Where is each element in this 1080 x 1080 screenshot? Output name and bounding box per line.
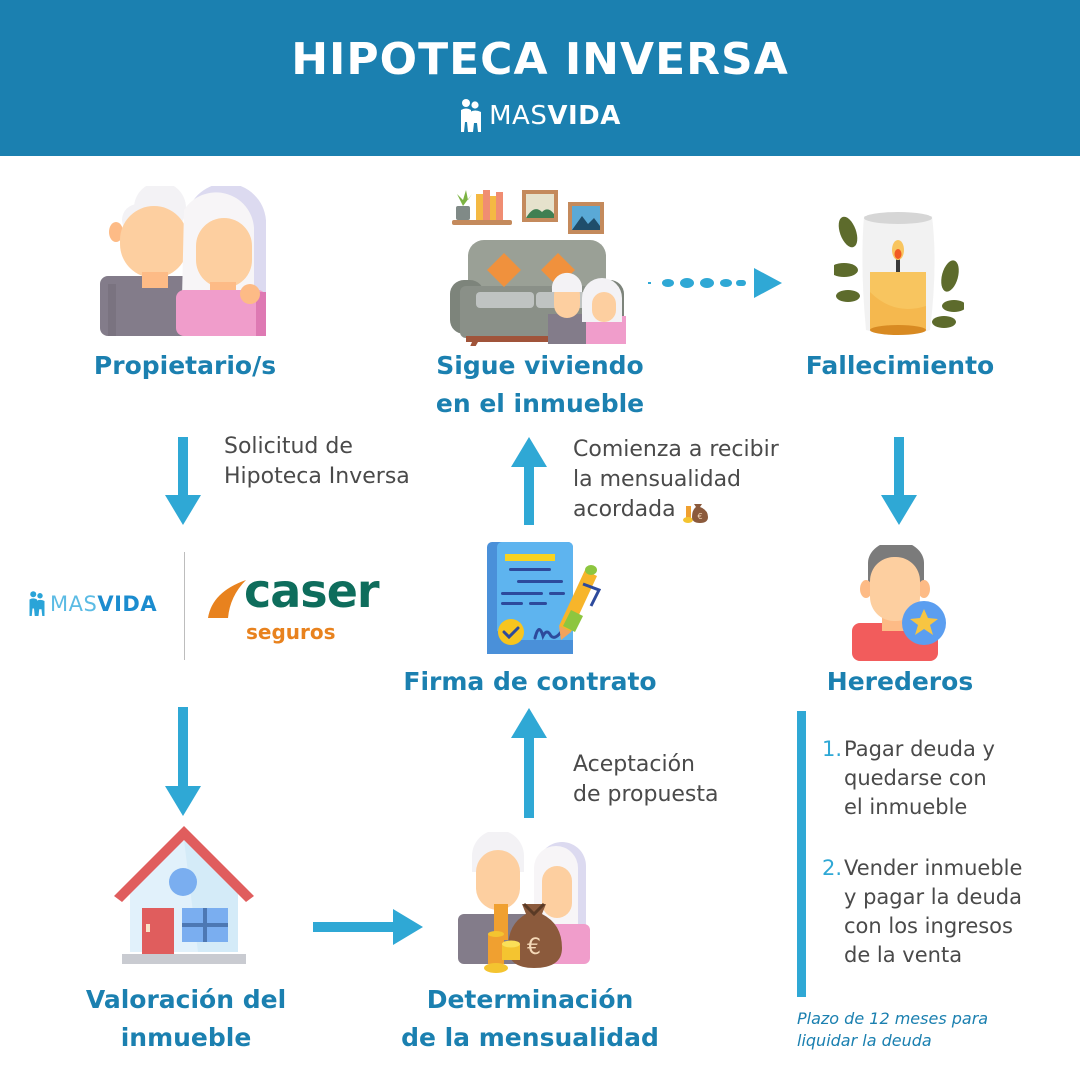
note-accept-proposal: Aceptación de propuesta	[573, 752, 719, 807]
masvida-people-icon	[461, 99, 482, 132]
arrow-head-down-icon	[165, 786, 201, 816]
couple-money-bag-icon: €	[458, 832, 590, 973]
logo-divider	[184, 552, 185, 660]
arrow-head-down-icon	[165, 495, 201, 525]
page-title: HIPOTECA INVERSA	[291, 34, 789, 85]
heir-star-icon	[852, 545, 946, 661]
heirs-option-2: 2. Vender inmueble y pagar la deuda con …	[822, 856, 1023, 967]
note-start-payments: Comienza a recibir la mensualidad acorda…	[573, 437, 779, 523]
arrow-down-valuation	[178, 707, 188, 789]
masvida-header-logo: MASVIDA	[0, 98, 1080, 134]
arrow-up-accept	[524, 736, 534, 818]
signed-contract-icon	[487, 542, 602, 654]
arrow-head-up-icon	[511, 437, 547, 467]
arrow-up-start	[524, 465, 534, 525]
step-label-owners: Propietario/s	[93, 351, 277, 380]
caser-sail-icon	[208, 580, 246, 618]
arrow-head-right-icon	[393, 909, 423, 945]
debt-deadline-note: Plazo de 12 meses para liquidar la deuda	[797, 1009, 989, 1050]
arrow-down-heirs	[894, 437, 904, 499]
arrow-head-up-icon	[511, 708, 547, 738]
memorial-candle-icon	[834, 212, 964, 335]
masvida-header-wordmark: MASVIDA	[489, 101, 621, 131]
step-label-contract: Firma de contrato	[403, 667, 657, 696]
masvida-people-icon	[29, 591, 45, 616]
step-label-living: Sigue viviendo en el inmueble	[435, 351, 645, 418]
masvida-partner-logo: MASVIDA	[28, 590, 157, 618]
step-label-death: Fallecimiento	[805, 351, 995, 380]
house-icon	[114, 826, 254, 964]
svg-text:€: €	[527, 935, 541, 960]
header-banner: HIPOTECA INVERSA MASVIDA	[0, 0, 1080, 156]
heirs-options-bar	[797, 711, 806, 997]
step-label-heirs: Herederos	[826, 667, 974, 696]
caser-seguros-logo: caser seguros	[206, 564, 380, 650]
dotted-arrow-right	[648, 268, 782, 298]
elderly-couple-icon	[100, 186, 266, 336]
arrow-head-down-icon	[881, 495, 917, 525]
money-bag-icon: €	[682, 504, 708, 523]
heirs-option-1: 1. Pagar deuda y quedarse con el inmuebl…	[822, 737, 995, 819]
arrow-right-determination	[313, 922, 393, 932]
step-label-determination: Determinación de la mensualidad	[401, 985, 659, 1052]
note-request: Solicitud de Hipoteca Inversa	[224, 434, 410, 489]
step-label-valuation: Valoración del inmueble	[85, 985, 287, 1052]
svg-text:€: €	[697, 512, 702, 521]
arrow-down-request	[178, 437, 188, 499]
living-room-couple-icon	[450, 190, 626, 346]
